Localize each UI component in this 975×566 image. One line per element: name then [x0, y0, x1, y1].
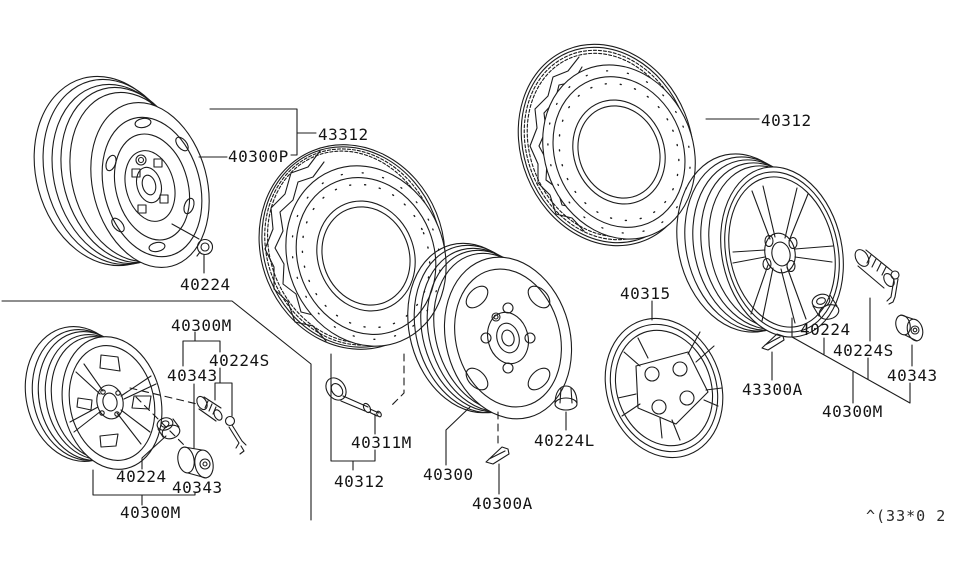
lug-nut-icon-right — [811, 293, 840, 320]
part-label-40224L: 40224L — [534, 431, 595, 450]
tread-zigzag — [538, 66, 587, 222]
spare-lug-nut-icon — [196, 238, 214, 257]
part-label-40300M-right: 40300M — [822, 402, 883, 421]
part-label-40312-center: 40312 — [334, 472, 385, 491]
part-label-40343-right: 40343 — [887, 366, 938, 385]
part-label-40300: 40300 — [423, 465, 474, 484]
part-label-40224S-right: 40224S — [833, 341, 894, 360]
balance-weight-icon-center — [485, 446, 510, 465]
leader-right-group — [771, 297, 913, 404]
key-icon-left — [224, 415, 247, 455]
valve-stem-icon — [325, 377, 382, 418]
part-label-40343-left-bottom: 40343 — [172, 478, 223, 497]
tire-top-right-drawing — [517, 43, 696, 247]
balance-weight-icon-right — [761, 333, 785, 351]
wheel-lock-icon-right — [854, 249, 895, 289]
part-label-40300M-left-bottom: 40300M — [120, 503, 181, 522]
tread-zigzag — [529, 56, 585, 232]
axis-dashed-left-lock — [129, 387, 198, 405]
diagram-code: ^(33*0 2 — [866, 507, 946, 525]
leader-left-nut — [141, 435, 167, 470]
leader-left-lock-bracket — [214, 367, 233, 417]
part-label-43300A: 43300A — [742, 380, 803, 399]
lug-nut-icon-left — [156, 417, 181, 440]
part-label-40224-right: 40224 — [800, 320, 851, 339]
tread-zigzag — [264, 150, 327, 342]
alloy-wheel-right-drawing — [676, 153, 844, 338]
part-label-40224S-left: 40224S — [209, 351, 270, 370]
leader-spare-bracket — [198, 108, 317, 158]
wheel-lock-icon-left — [196, 395, 223, 422]
part-label-40224-left: 40224 — [116, 467, 167, 486]
wheel-cover-drawing — [604, 317, 724, 459]
part-label-40315: 40315 — [620, 284, 671, 303]
part-label-43312-spare: 43312 — [318, 125, 369, 144]
part-labels: 43312 40300P 40224 40312 40300M 40224S 4… — [116, 111, 946, 525]
part-label-40300P: 40300P — [228, 147, 289, 166]
part-label-40300A: 40300A — [472, 494, 533, 513]
spare-wheel-drawing — [33, 75, 210, 269]
key-icon-right — [886, 270, 900, 305]
part-label-40300M-left-top: 40300M — [171, 316, 232, 335]
part-label-40343-left-top: 40343 — [167, 366, 218, 385]
part-label-40312-top-right: 40312 — [761, 111, 812, 130]
tire-center-drawing — [258, 144, 447, 350]
part-label-40311M: 40311M — [351, 433, 412, 452]
leader-left-bottom-bracket — [92, 469, 196, 506]
leader-left-top-bracket — [182, 331, 221, 367]
leader-steel-wheel — [445, 406, 471, 466]
leader-lines — [1, 108, 913, 521]
leader-spare-nut — [171, 223, 205, 274]
steel-wheel-drawing — [407, 242, 573, 420]
divider-line — [1, 300, 312, 521]
acorn-nut-icon-40224L — [554, 385, 578, 411]
axis-dashed-valve — [389, 353, 405, 408]
cap-nut-icon-left — [177, 446, 214, 479]
tread-zigzag — [274, 161, 330, 331]
leader-tire-center-bracket — [330, 353, 376, 471]
part-label-40224-spare: 40224 — [180, 275, 231, 294]
alloy-wheel-left-drawing — [24, 326, 163, 470]
cap-nut-icon-right — [895, 314, 924, 342]
